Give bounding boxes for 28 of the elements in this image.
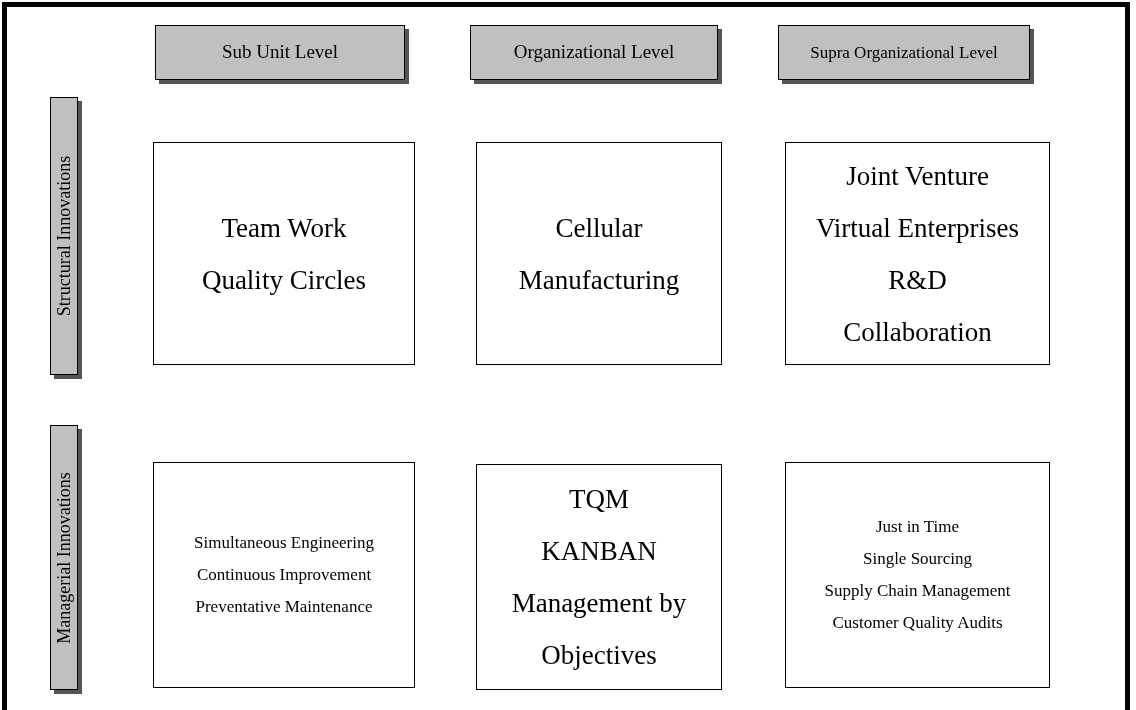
innovation-text: Quality Circles <box>201 263 367 297</box>
innovation-box <box>785 462 1050 688</box>
innovation-text: Just in Time <box>875 516 960 538</box>
innovation-text: Preventative Maintenance <box>195 596 373 618</box>
innovation-box <box>476 142 722 365</box>
innovation-box <box>785 142 1050 365</box>
innovation-text: Supply Chain Management <box>824 580 1011 602</box>
innovation-text: Joint Venture <box>846 159 989 193</box>
category-text: Structural Innovations <box>52 155 75 317</box>
header-text: Organizational Level <box>513 40 675 65</box>
header-text: Supra Organizational Level <box>810 41 998 64</box>
innovation-text: Cellular Manufacturing <box>517 211 681 297</box>
innovation-text: Continuous Improvement <box>196 564 372 586</box>
innovation-box <box>476 464 722 690</box>
innovation-text: Team Work <box>221 211 347 245</box>
innovation-text: TQM <box>569 483 629 516</box>
innovation-box <box>153 142 415 365</box>
innovation-text: Collaboration <box>843 315 992 349</box>
innovation-text: Single Sourcing <box>862 548 973 570</box>
category-text: Managerial Innovations <box>52 471 75 644</box>
innovation-text: Customer Quality Audits <box>832 612 1003 634</box>
innovation-text: Virtual Enterprises <box>815 211 1020 245</box>
innovation-text: KANBAN <box>541 535 657 568</box>
innovation-box <box>153 462 415 688</box>
header-text: Sub Unit Level <box>221 40 339 65</box>
innovation-text: R&D <box>888 263 947 297</box>
innovation-text: Management by Objectives <box>510 587 688 672</box>
innovation-text: Simultaneous Engineering <box>194 532 374 554</box>
